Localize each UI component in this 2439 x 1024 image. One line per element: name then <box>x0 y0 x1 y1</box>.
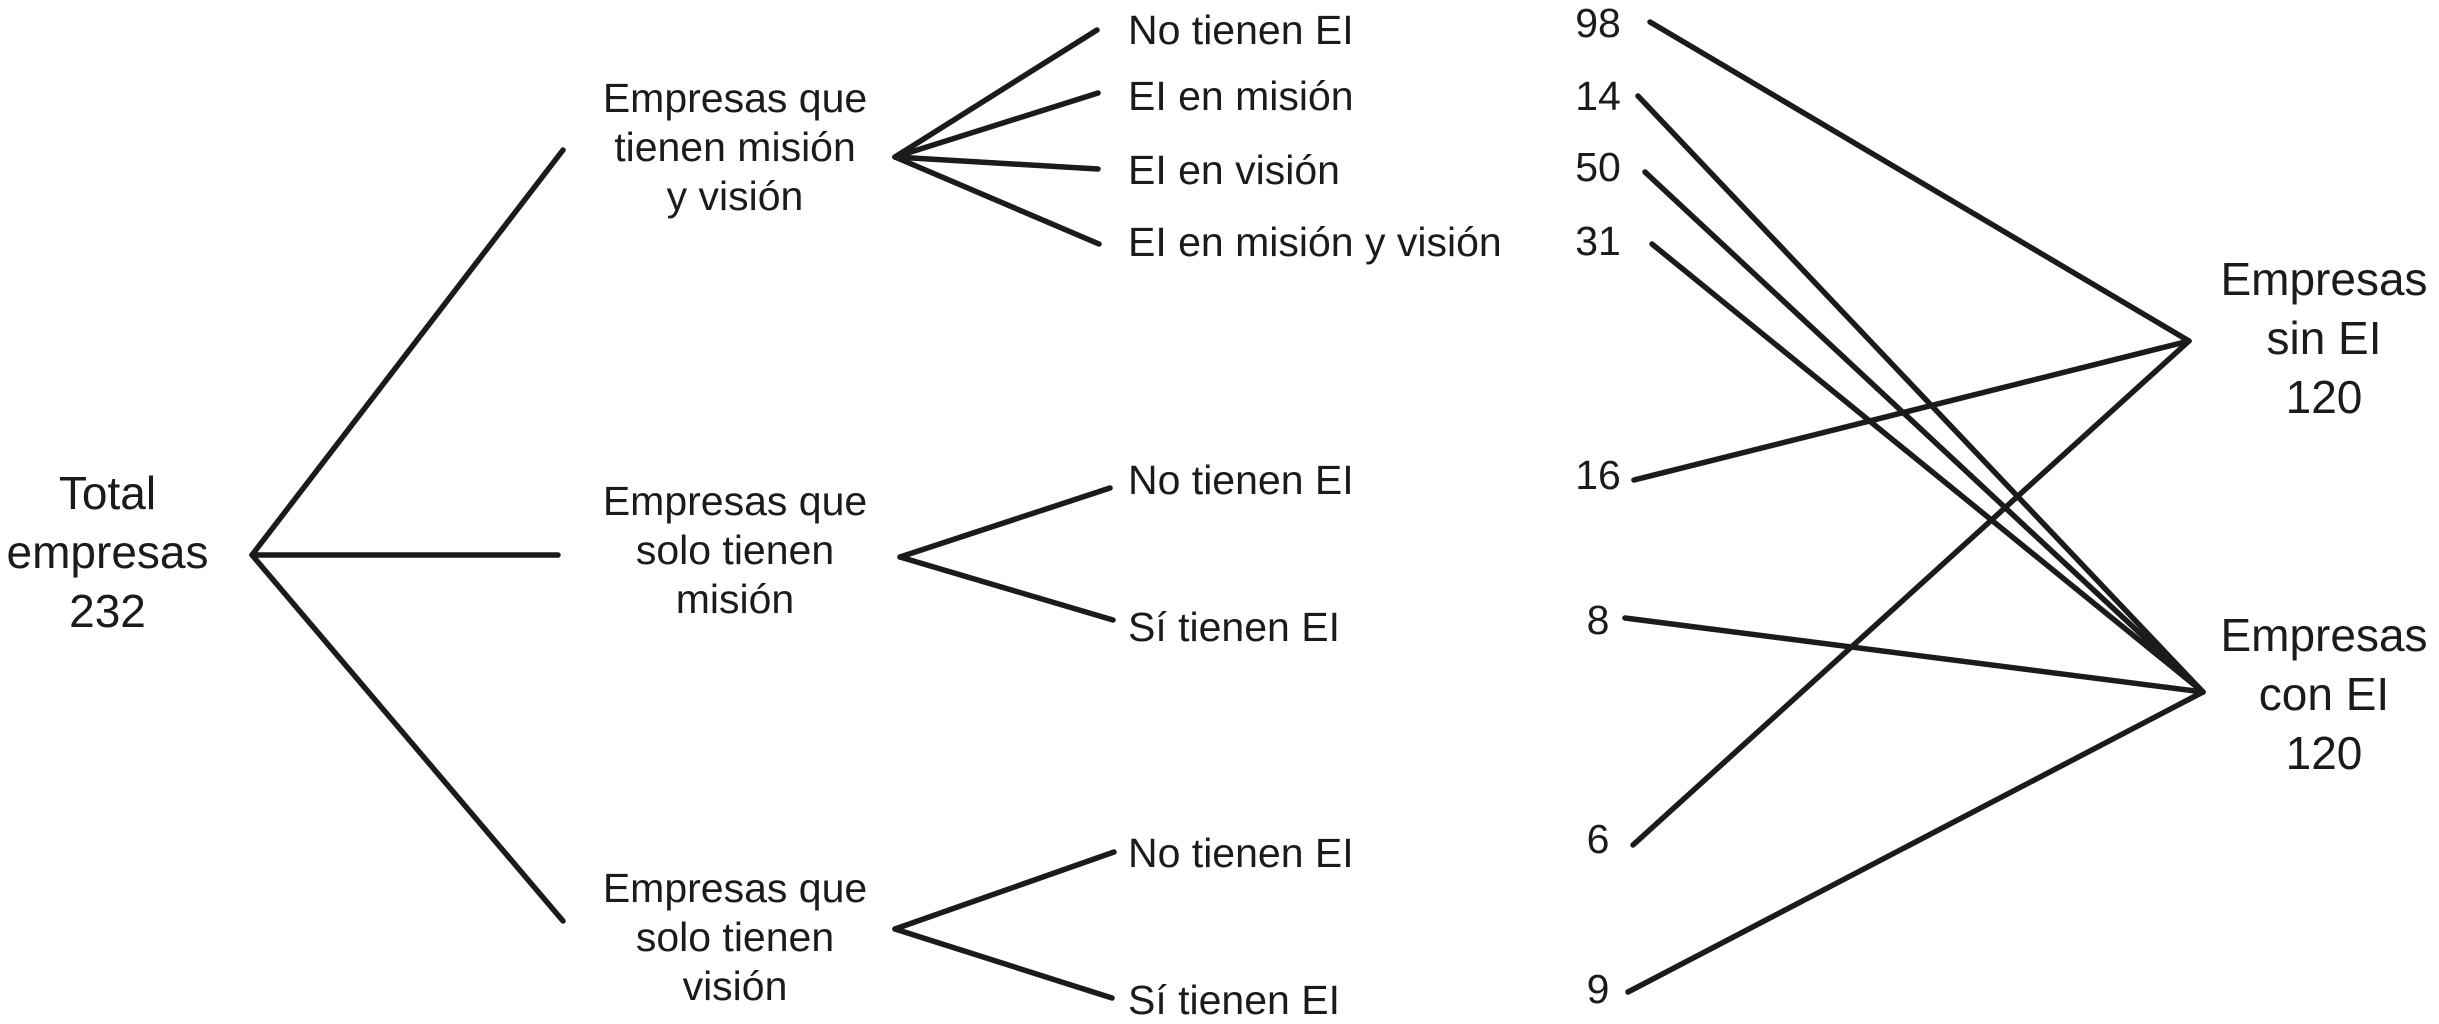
edge-14-to-con-ei <box>1635 93 2206 695</box>
edge-root-to-solo-vision <box>249 552 566 924</box>
total-text-line: con EI <box>2258 668 2390 720</box>
edge-mv-to-ei-en-vision <box>892 154 1101 172</box>
value-sm-si-tienen-ei: 8 <box>1586 597 1610 643</box>
node-solo-tienen-vision: Empresas que solo tienen visión <box>585 864 885 1011</box>
edge-8-to-con-ei <box>1622 615 2206 695</box>
leaf-mv-ei-en-mision: EI en misión <box>1128 73 1354 119</box>
total-text-line: sin EI <box>2266 312 2382 364</box>
edge-sm-to-no-tienen-ei <box>897 485 1113 560</box>
edge-root-to-mision-y-vision <box>249 147 566 558</box>
node-solo-tienen-mision: Empresas que solo tienen misión <box>585 477 885 624</box>
edge-mv-to-ei-en-mision <box>892 90 1101 160</box>
root-line-2: empresas <box>6 526 209 578</box>
edge-mv-to-ei-mision-vision <box>892 154 1102 247</box>
value-sm-no-tienen-ei: 16 <box>1575 452 1621 498</box>
node-text-line: Empresas que <box>602 75 868 121</box>
total-text-line: Empresas <box>2220 609 2428 661</box>
leaf-sv-si-tienen-ei: Sí tienen EI <box>1128 977 1340 1023</box>
value-sv-si-tienen-ei: 9 <box>1586 966 1610 1012</box>
edge-sv-to-si-tienen-ei <box>892 926 1115 1001</box>
node-text-line: y visión <box>666 173 804 219</box>
value-sv-no-tienen-ei: 6 <box>1586 816 1610 862</box>
total-value: 120 <box>2285 727 2363 779</box>
value-mv-no-tienen-ei: 98 <box>1575 0 1621 46</box>
edge-98-to-sin-ei <box>1647 19 2192 344</box>
leaf-mv-ei-en-vision: EI en visión <box>1128 147 1340 193</box>
leaf-mv-ei-mision-vision: EI en misión y visión <box>1128 219 1502 265</box>
total-text-line: Empresas <box>2220 253 2428 305</box>
node-text-line: solo tienen <box>635 914 835 960</box>
root-node: Total empresas 232 <box>0 464 215 641</box>
node-text-line: Empresas que <box>602 865 868 911</box>
node-text-line: misión <box>675 576 795 622</box>
edge-16-to-sin-ei <box>1631 338 2192 483</box>
value-mv-ei-en-vision: 50 <box>1575 144 1621 190</box>
edge-mv-to-no-tienen-ei <box>892 27 1100 160</box>
value-mv-ei-mision-vision: 31 <box>1575 218 1621 264</box>
root-line-1: Total <box>58 467 157 519</box>
leaf-sm-si-tienen-ei: Sí tienen EI <box>1128 604 1340 650</box>
leaf-sv-no-tienen-ei: No tienen EI <box>1128 830 1354 876</box>
leaf-mv-no-tienen-ei: No tienen EI <box>1128 7 1354 53</box>
edge-sv-to-no-tienen-ei <box>892 849 1117 932</box>
total-node-sin-ei: Empresas sin EI 120 <box>2208 250 2439 427</box>
value-mv-ei-en-mision: 14 <box>1575 73 1621 119</box>
edge-9-to-con-ei <box>1625 689 2206 995</box>
node-tienen-mision-y-vision: Empresas que tienen misión y visión <box>585 74 885 221</box>
node-text-line: tienen misión <box>614 124 856 170</box>
leaf-sm-no-tienen-ei: No tienen EI <box>1128 457 1354 503</box>
node-text-line: visión <box>682 963 788 1009</box>
root-value: 232 <box>69 585 146 637</box>
edge-sm-to-si-tienen-ei <box>897 554 1116 623</box>
edge-50-to-con-ei <box>1642 169 2206 695</box>
edge-31-to-con-ei <box>1649 241 2206 695</box>
node-text-line: Empresas que <box>602 478 868 524</box>
edge-6-to-sin-ei <box>1630 338 2192 848</box>
node-text-line: solo tienen <box>635 527 835 573</box>
total-node-con-ei: Empresas con EI 120 <box>2208 606 2439 783</box>
total-value: 120 <box>2285 371 2363 423</box>
